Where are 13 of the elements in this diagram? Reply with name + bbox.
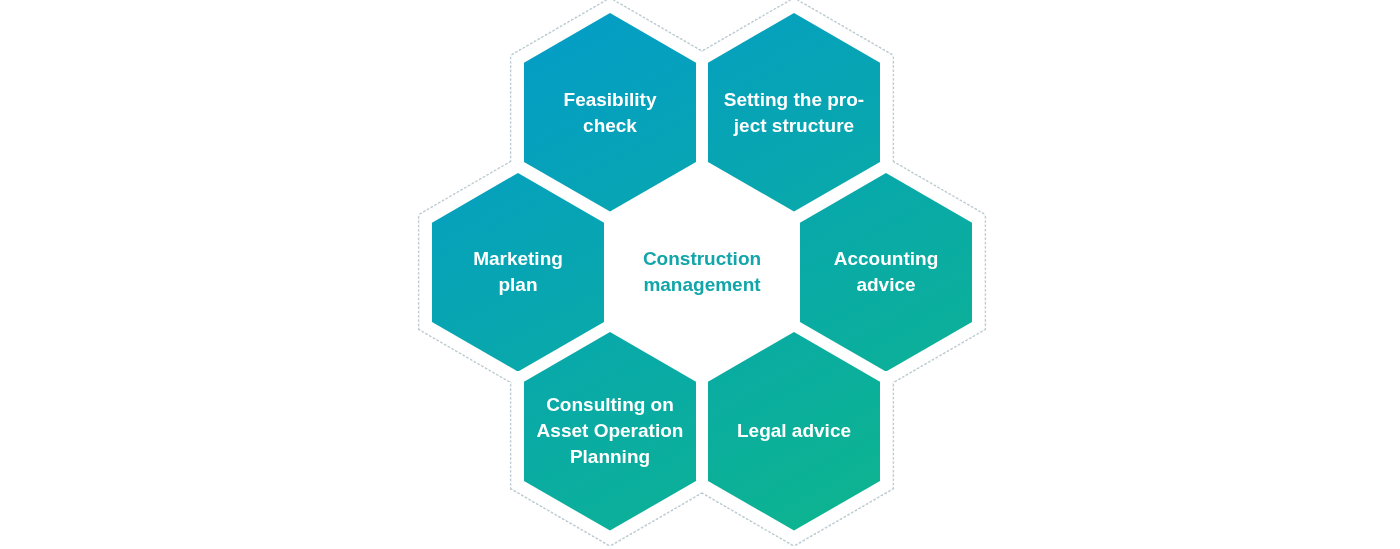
hexagon-label: Accounting advice bbox=[833, 247, 939, 297]
hexagon bbox=[800, 172, 972, 372]
hexagon bbox=[524, 332, 696, 531]
hexagon bbox=[708, 13, 880, 212]
hexagon bbox=[432, 172, 604, 372]
hexagon-label: Feasibility check bbox=[563, 87, 657, 138]
hexagon-label: Legal advice bbox=[736, 419, 852, 444]
hexagon bbox=[708, 332, 880, 531]
hexagon-label: Setting the pro-ject structure bbox=[723, 87, 865, 138]
hexagon-label: Marketing plan bbox=[472, 247, 564, 297]
hexagon bbox=[524, 13, 696, 212]
hexagon-label: Consulting on Asset Operation Planning bbox=[536, 393, 684, 470]
center-label: Construction management bbox=[642, 246, 762, 298]
